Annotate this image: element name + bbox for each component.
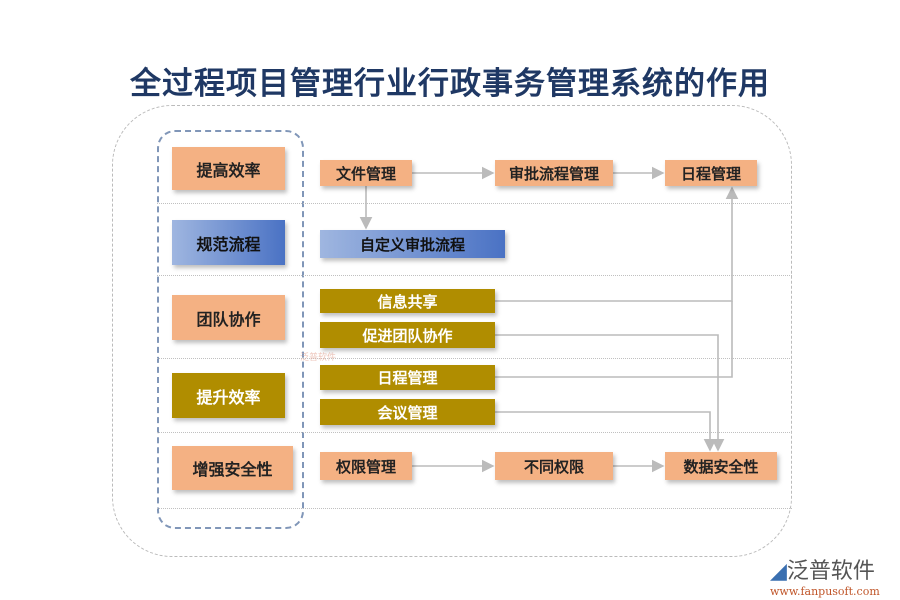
row-divider	[157, 508, 792, 509]
node-permission: 权限管理	[320, 452, 412, 480]
left-box-process: 规范流程	[172, 220, 285, 265]
node-team-collab: 促进团队协作	[320, 322, 495, 348]
node-info-share: 信息共享	[320, 289, 495, 313]
node-meeting: 会议管理	[320, 399, 495, 425]
page-title: 全过程项目管理行业行政事务管理系统的作用	[130, 66, 770, 102]
logo-icon: ◢	[770, 559, 787, 584]
logo-url: www.fanpusoft.com	[770, 585, 880, 598]
row-divider	[157, 203, 792, 204]
arrow	[495, 186, 739, 302]
logo-name: 泛普软件	[786, 559, 875, 584]
left-box-teamwork: 团队协作	[172, 295, 285, 340]
left-column-frame	[157, 130, 304, 529]
node-file-management: 文件管理	[320, 160, 412, 186]
left-box-improve: 提升效率	[172, 373, 285, 418]
outer-frame	[112, 105, 792, 557]
left-box-security: 增强安全性	[172, 446, 293, 490]
logo: ◢泛普软件 www.fanpusoft.com	[770, 553, 880, 598]
node-schedule-top: 日程管理	[665, 160, 757, 186]
left-box-efficiency: 提高效率	[172, 147, 285, 190]
node-different-permission: 不同权限	[495, 452, 613, 480]
row-divider	[157, 275, 792, 276]
node-schedule: 日程管理	[320, 365, 495, 390]
arrow	[495, 334, 725, 452]
watermark: 泛普软件	[300, 353, 337, 363]
arrow	[495, 301, 733, 378]
node-custom-approval: 自定义审批流程	[320, 230, 505, 258]
arrow	[495, 411, 717, 452]
row-divider	[157, 432, 792, 433]
node-data-security: 数据安全性	[665, 452, 777, 480]
row-divider	[157, 358, 792, 359]
node-approval-management: 审批流程管理	[495, 160, 613, 186]
